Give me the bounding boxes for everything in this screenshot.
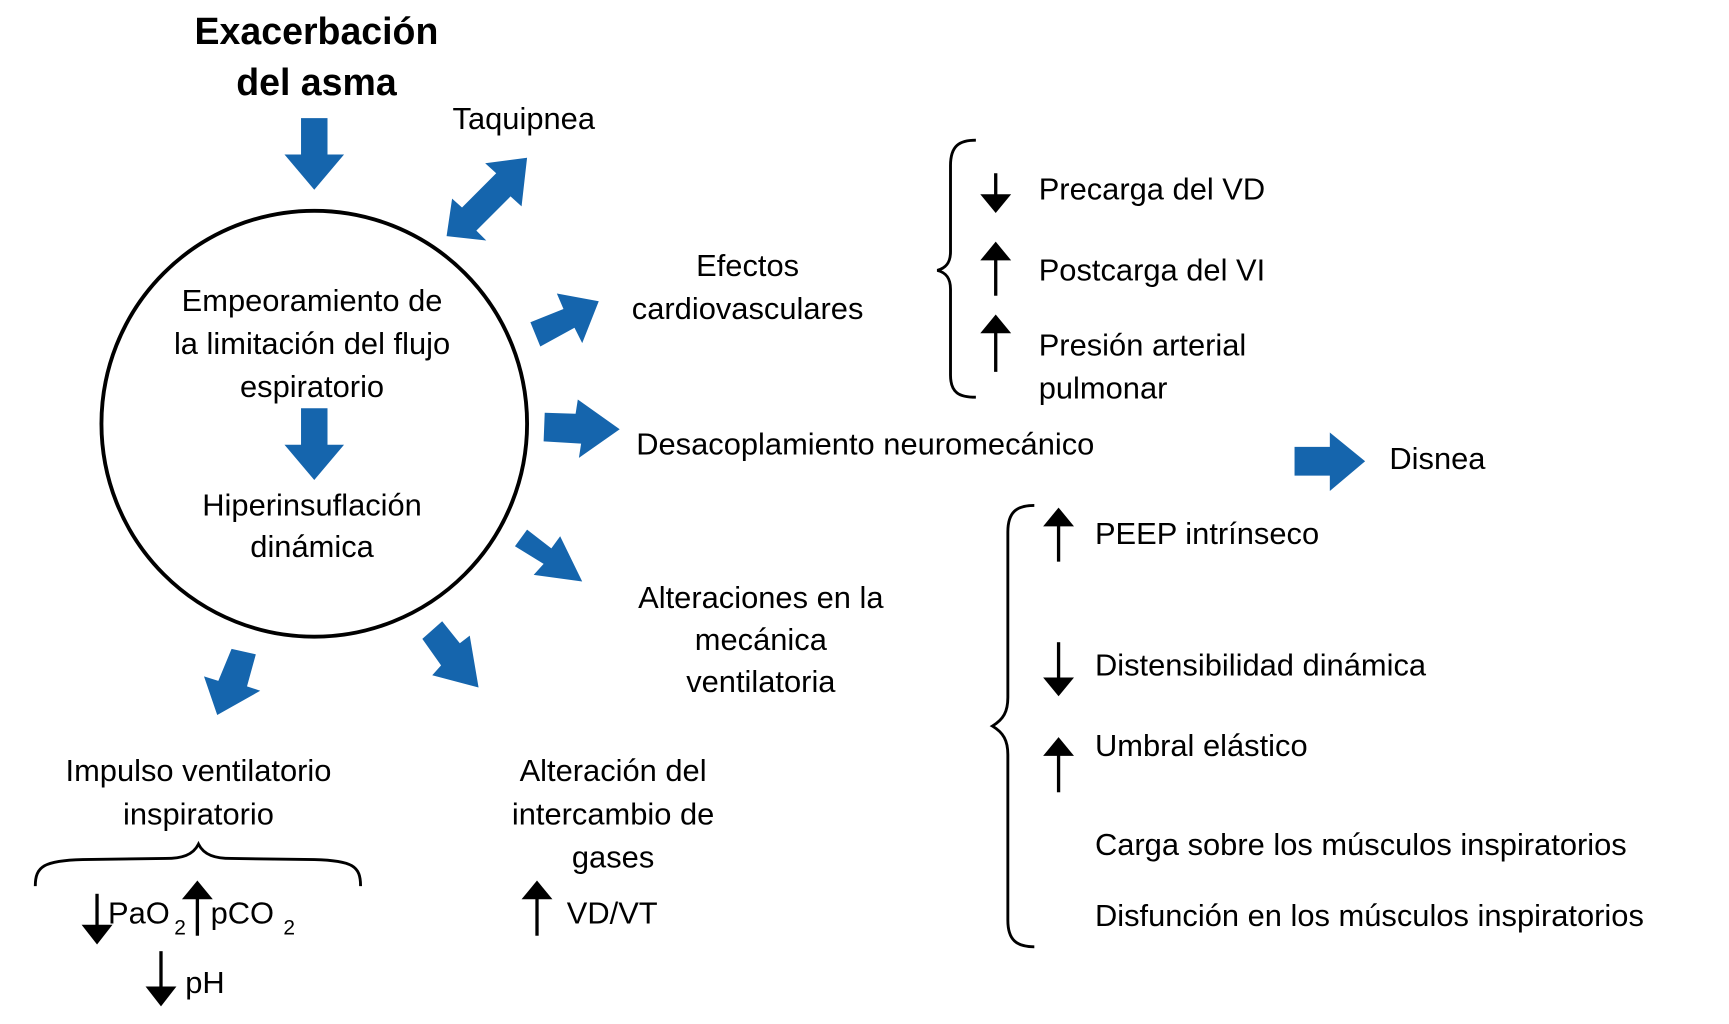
- center-line-5: dinámica: [250, 529, 374, 564]
- center-line-4: Hiperinsuflación: [202, 487, 422, 522]
- pao2-label: PaO: [108, 896, 170, 931]
- title-line-2: del asma: [236, 61, 398, 103]
- mecanica-item-text: PEEP intrínseco: [1095, 516, 1319, 551]
- arrow-to-mecanica: [514, 529, 583, 582]
- arrow-down-icon: [980, 194, 1012, 213]
- taquipnea-label: Taquipnea: [453, 101, 596, 136]
- center-line-3: espiratorio: [240, 369, 384, 404]
- arrow-to-neuro: [543, 399, 620, 458]
- arrow-to-disnea: [1294, 432, 1366, 492]
- arrow-down-icon: [145, 986, 177, 1007]
- impulso-label-1: Impulso ventilatorio: [66, 753, 332, 788]
- mecanica-item-peep: PEEP intrínseco: [1043, 507, 1319, 562]
- intercambio-label-1: Alteración del: [520, 753, 707, 788]
- cardio-item-text: Precarga del VD: [1039, 172, 1265, 207]
- mecanica-item-text: Umbral elástico: [1095, 728, 1308, 763]
- mecanica-item-umbral: Umbral elástico: [1043, 728, 1308, 793]
- pao2-subscript: 2: [174, 917, 186, 940]
- double-arrow-taquipnea: [446, 157, 528, 241]
- center-line-2: la limitación del flujo: [174, 326, 450, 361]
- cardio-item-text: Postcarga del VI: [1039, 252, 1265, 287]
- title-line-1: Exacerbación: [195, 10, 439, 52]
- arrow-to-cardio: [530, 293, 599, 347]
- cardio-brace: [936, 138, 976, 399]
- cardio-item-presion: Presión arterial pulmonar: [980, 314, 1246, 405]
- arrow-title-to-circle: [284, 118, 345, 190]
- cardio-item-postcarga: Postcarga del VI: [980, 241, 1265, 296]
- arrow-up-icon: [181, 880, 213, 900]
- cardio-item-precarga: Precarga del VD: [980, 172, 1265, 213]
- mecanica-item-text: Distensibilidad dinámica: [1095, 647, 1427, 682]
- arrow-down-icon: [81, 924, 113, 945]
- arrow-down-icon: [1043, 677, 1075, 697]
- arrow-to-impulso: [203, 648, 261, 716]
- arrow-up-icon: [1043, 507, 1075, 527]
- impulso-brace: [33, 840, 363, 887]
- arrow-up-icon: [980, 314, 1012, 334]
- mecanica-item-disfuncion: Disfunción en los músculos inspiratorios: [1095, 898, 1644, 933]
- neuro-label: Desacoplamiento neuromecánico: [636, 427, 1094, 462]
- disnea-label: Disnea: [1389, 441, 1486, 476]
- central-circle: [99, 208, 530, 639]
- pco2-label: pCO: [211, 896, 274, 931]
- center-line-1: Empeoramiento de: [182, 283, 443, 318]
- impulso-ph: pH: [145, 951, 225, 1007]
- arrow-inner-down: [284, 408, 345, 480]
- impulso-pao2: PaO 2: [81, 893, 186, 945]
- pco2-subscript: 2: [283, 917, 295, 940]
- cardio-label-1: Efectos: [696, 248, 799, 283]
- mecanica-label-3: ventilatoria: [686, 664, 836, 699]
- impulso-label-2: inspiratorio: [123, 796, 274, 831]
- mecanica-label-2: mecánica: [695, 622, 828, 657]
- intercambio-vdvt: VD/VT: [521, 880, 658, 936]
- arrow-up-icon: [521, 880, 553, 900]
- arrow-up-icon: [980, 241, 1012, 261]
- cardio-item-text-2: pulmonar: [1039, 370, 1168, 405]
- impulso-pco2: pCO 2: [181, 880, 295, 940]
- mecanica-item-carga: Carga sobre los músculos inspiratorios: [1095, 827, 1627, 862]
- intercambio-label-3: gases: [572, 839, 654, 874]
- arrow-up-icon: [1043, 737, 1075, 756]
- vdvt-label: VD/VT: [567, 896, 658, 931]
- mecanica-label-1: Alteraciones en la: [638, 580, 884, 615]
- intercambio-label-2: intercambio de: [512, 796, 714, 831]
- cardio-label-2: cardiovasculares: [632, 291, 864, 326]
- cardio-item-text: Presión arterial: [1039, 327, 1247, 362]
- arrow-to-intercambio: [422, 621, 479, 688]
- mecanica-brace: [989, 503, 1035, 949]
- mecanica-item-distensibilidad: Distensibilidad dinámica: [1043, 642, 1427, 697]
- ph-label: pH: [185, 965, 224, 1000]
